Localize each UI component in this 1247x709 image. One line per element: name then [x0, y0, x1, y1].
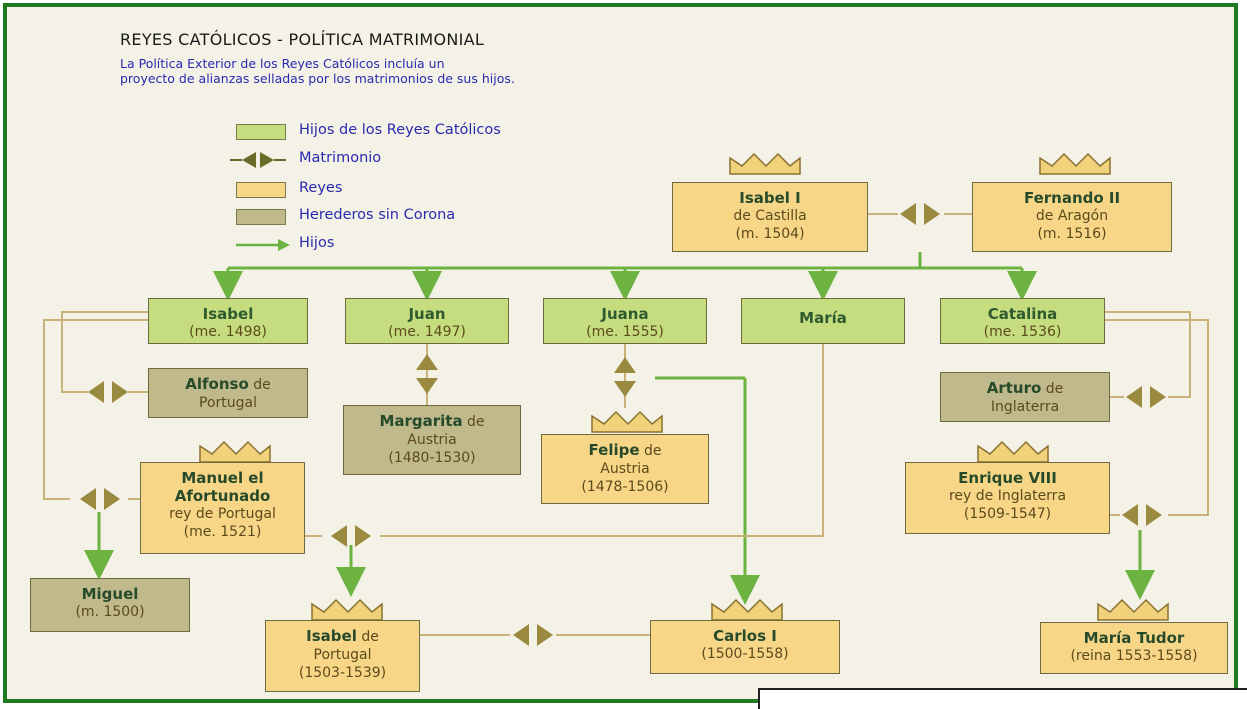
node-arturo-suffix: de — [1045, 381, 1064, 397]
node-juana: Juana (me. 1555) — [543, 298, 707, 344]
node-isabel-line2: (me. 1498) — [189, 324, 267, 340]
node-felipe-line2: Austria — [600, 461, 650, 477]
legend-flecha-hijos: Hijos — [236, 235, 556, 255]
node-fernando-ii-line3: (m. 1516) — [1037, 226, 1107, 242]
node-manuel-line3: (me. 1521) — [183, 524, 262, 540]
node-isabel-portugal-name: Isabel — [306, 627, 357, 645]
node-juan: Juan (me. 1497) — [345, 298, 509, 344]
node-manuel-line2: rey de Portugal — [169, 506, 276, 522]
node-catalina: Catalina (me. 1536) — [940, 298, 1105, 344]
node-miguel: Miguel (m. 1500) — [30, 578, 190, 632]
node-miguel-name: Miguel — [81, 585, 139, 603]
legend-label-herederos: Herederos sin Corona — [299, 207, 456, 223]
diagram-frame — [3, 3, 1238, 703]
node-margarita: Margarita de Austria (1480-1530) — [343, 405, 521, 475]
intro-line-1: La Política Exterior de los Reyes Católi… — [120, 56, 445, 71]
node-isabel-portugal-suffix: de — [361, 629, 379, 645]
node-margarita-name: Margarita — [379, 412, 463, 430]
legend-label-hijos: Hijos de los Reyes Católicos — [299, 122, 501, 138]
overlay-blank-box — [758, 688, 1247, 709]
legend-hijos: Hijos de los Reyes Católicos — [236, 122, 556, 142]
legend-swatch-reyes — [236, 182, 286, 198]
node-isabel-portugal-line3: (1503-1539) — [298, 665, 387, 681]
node-isabel-portugal-line2: Portugal — [313, 647, 372, 663]
intro-line-2: proyecto de alianzas selladas por los ma… — [120, 71, 515, 86]
node-alfonso-suffix: de — [253, 377, 271, 393]
node-catalina-line2: (me. 1536) — [983, 324, 1062, 340]
node-felipe-name: Felipe — [588, 441, 640, 459]
legend-label-reyes: Reyes — [299, 180, 343, 196]
node-enrique-line2: rey de Inglaterra — [948, 488, 1067, 504]
node-carlos-name: Carlos I — [713, 627, 777, 645]
node-alfonso: Alfonso de Portugal — [148, 368, 308, 418]
node-miguel-line2: (m. 1500) — [75, 604, 145, 620]
node-juan-line2: (me. 1497) — [388, 324, 466, 340]
child-arrow-icon — [236, 239, 290, 251]
crowns — [199, 152, 1169, 621]
node-margarita-line2: Austria — [407, 432, 457, 448]
intro-text: La Política Exterior de los Reyes Católi… — [120, 56, 680, 86]
legend-label-matrimonio: Matrimonio — [299, 150, 382, 166]
node-maria-tudor-line2: (reina 1553-1558) — [1070, 648, 1198, 664]
legend-reyes: Reyes — [236, 180, 556, 200]
node-margarita-suffix: de — [467, 414, 485, 430]
node-maria: María — [741, 298, 905, 344]
node-maria-tudor: María Tudor (reina 1553-1558) — [1040, 622, 1228, 674]
legend-swatch-herederos — [236, 209, 286, 225]
node-manuel-name: Manuel el — [181, 469, 264, 487]
node-enrique-line3: (1509-1547) — [963, 506, 1052, 522]
node-isabel-i: Isabel I de Castilla (m. 1504) — [672, 182, 868, 252]
node-isabel-i-line2: de Castilla — [733, 208, 807, 224]
node-alfonso-line2: Portugal — [199, 395, 257, 411]
node-manuel: Manuel el Afortunado rey de Portugal (me… — [140, 462, 305, 554]
node-manuel-name2: Afortunado — [174, 487, 271, 505]
legend-swatch-hijos — [236, 124, 286, 140]
node-juan-name: Juan — [408, 305, 446, 323]
node-isabel-i-name: Isabel I — [739, 189, 801, 207]
node-enrique: Enrique VIII rey de Inglaterra (1509-154… — [905, 462, 1110, 534]
marriage-icon — [230, 152, 286, 168]
node-felipe-suffix: de — [643, 443, 662, 459]
node-margarita-line3: (1480-1530) — [388, 450, 476, 466]
node-isabel-portugal: Isabel de Portugal (1503-1539) — [265, 620, 420, 692]
node-fernando-ii-name: Fernando II — [1023, 189, 1121, 207]
node-arturo-line2: Inglaterra — [990, 399, 1060, 415]
node-juana-line2: (me. 1555) — [586, 324, 664, 340]
node-arturo-name: Arturo — [986, 379, 1042, 397]
legend-herederos: Herederos sin Corona — [236, 207, 556, 227]
legend-label-flecha-hijos: Hijos — [299, 235, 335, 251]
legend-matrimonio: Matrimonio — [230, 150, 556, 170]
node-isabel-i-line3: (m. 1504) — [735, 226, 805, 242]
node-fernando-ii-line2: de Aragón — [1035, 208, 1109, 224]
diagram-title: REYES CATÓLICOS - POLÍTICA MATRIMONIAL — [120, 30, 485, 49]
node-maria-name: María — [799, 309, 847, 327]
node-carlos-line2: (1500-1558) — [701, 646, 789, 662]
node-arturo: Arturo de Inglaterra — [940, 372, 1110, 422]
node-maria-tudor-name: María Tudor — [1083, 629, 1185, 647]
node-felipe-line3: (1478-1506) — [581, 479, 669, 495]
node-catalina-name: Catalina — [987, 305, 1058, 323]
node-alfonso-name: Alfonso — [185, 375, 249, 393]
node-fernando-ii: Fernando II de Aragón (m. 1516) — [972, 182, 1172, 252]
node-carlos: Carlos I (1500-1558) — [650, 620, 840, 674]
node-juana-name: Juana — [601, 305, 649, 323]
marriage-markers — [80, 203, 1166, 646]
node-enrique-name: Enrique VIII — [958, 469, 1057, 487]
node-felipe: Felipe de Austria (1478-1506) — [541, 434, 709, 504]
node-isabel: Isabel (me. 1498) — [148, 298, 308, 344]
node-isabel-name: Isabel — [202, 305, 254, 323]
